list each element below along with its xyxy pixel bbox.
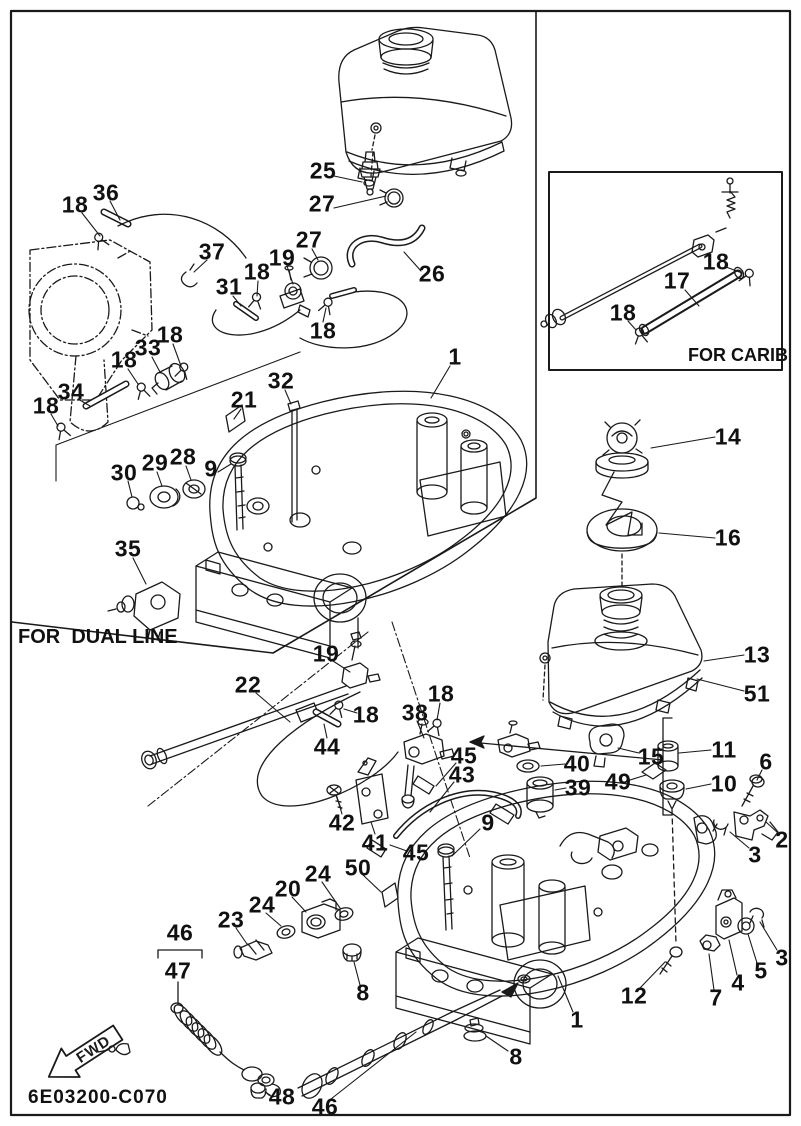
fwd-arrow: FWD <box>47 1024 124 1078</box>
lanyard-illustration <box>97 949 531 1099</box>
diagram-code: 6E03200-C070 <box>28 1087 168 1108</box>
carburetor-illustration <box>28 239 153 432</box>
fuel-cap-illustration <box>595 419 649 536</box>
fuel-tank-illustration <box>539 583 703 730</box>
gasket-illustration <box>586 508 658 587</box>
fuel-line-illustration <box>141 617 471 859</box>
fuel-joint-parts-illustration <box>90 151 426 349</box>
dual-line-section-boundary <box>11 11 537 654</box>
fuel-cock-group-illustration <box>326 716 673 858</box>
leader-lines <box>50 175 779 1100</box>
right-fastener-illustration <box>588 723 779 945</box>
section-label-dual-line: FOR DUAL LINE <box>18 626 178 648</box>
carib-box <box>548 171 783 371</box>
section-label-carib: FOR CARIB <box>688 345 788 365</box>
carib-fuel-line-illustration <box>540 177 758 345</box>
bottom-fastener-illustration <box>233 843 765 1042</box>
upper-cowling-illustration <box>195 390 528 659</box>
lower-cowling-illustration <box>395 780 717 1045</box>
border-frame <box>9 9 792 1117</box>
left-parts-illustration <box>53 351 301 641</box>
